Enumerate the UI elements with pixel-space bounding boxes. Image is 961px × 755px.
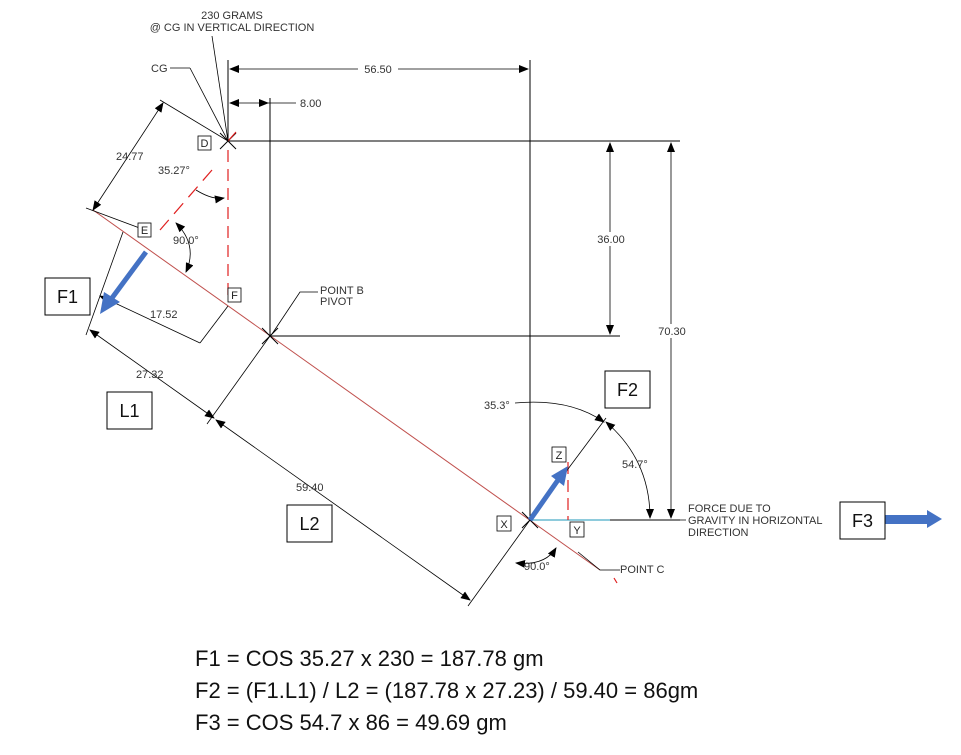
dim-l1-ext2 bbox=[206, 335, 271, 425]
cg-leader-2 bbox=[189, 67, 229, 142]
dim-upper-arm-label: 24.77 bbox=[116, 151, 144, 163]
dim-offset-label: 8.00 bbox=[300, 98, 321, 110]
dim-l1-ext1 bbox=[85, 231, 124, 336]
dim-vert-total-label: 70.30 bbox=[658, 326, 686, 338]
dim-top-width-label: 56.50 bbox=[364, 64, 392, 76]
dim-l2 bbox=[215, 419, 471, 601]
f2-label-box: F2 bbox=[604, 370, 651, 409]
weight-leader bbox=[211, 35, 229, 142]
dim-l1-label: 27.32 bbox=[136, 369, 164, 381]
gravity-label-2: GRAVITY IN HORIZONTAL bbox=[688, 515, 822, 527]
point-c-leader bbox=[577, 551, 620, 571]
svg-text:Y: Y bbox=[573, 525, 581, 537]
dim-vert-total-bg bbox=[655, 324, 689, 338]
dim-vert-short-bg bbox=[594, 232, 628, 246]
f1-force-arrow bbox=[100, 250, 149, 314]
pivot-label-2: PIVOT bbox=[320, 296, 353, 308]
equation-f2: F2 = (F1.L1) / L2 = (187.78 x 27.23) / 5… bbox=[195, 678, 699, 703]
dim-l2-ext bbox=[467, 519, 531, 607]
gravity-label-3: DIRECTION bbox=[688, 527, 749, 539]
dim-upper-arm bbox=[92, 102, 164, 211]
cg-label: CG bbox=[151, 63, 168, 75]
svg-text:E: E bbox=[141, 225, 148, 237]
f3-force-arrow bbox=[885, 510, 942, 528]
point-x-box: X bbox=[496, 515, 512, 532]
dim-upper-arm-ext2 bbox=[85, 207, 146, 231]
f1-label-box: F1 bbox=[44, 277, 91, 316]
dim-angle-cg-label: 35.27° bbox=[158, 165, 190, 177]
weight-detail-label: @ CG IN VERTICAL DIRECTION bbox=[150, 22, 315, 34]
point-y-box: Y bbox=[569, 521, 585, 538]
svg-text:D: D bbox=[201, 138, 209, 150]
dim-l1 bbox=[89, 329, 215, 419]
equation-f1: F1 = COS 35.27 x 230 = 187.78 gm bbox=[195, 646, 544, 671]
f3-label-box: F3 bbox=[839, 501, 886, 540]
arm-line bbox=[92, 209, 601, 571]
point-f-box: F bbox=[227, 287, 242, 303]
svg-text:F2: F2 bbox=[617, 380, 638, 400]
svg-text:L2: L2 bbox=[299, 514, 319, 534]
pivot-leader bbox=[271, 291, 318, 335]
dim-vert-short-label: 36.00 bbox=[597, 234, 625, 246]
point-z-box: Z bbox=[551, 446, 567, 463]
l2-label-box: L2 bbox=[286, 504, 333, 543]
arc-angle-bottom bbox=[515, 547, 557, 568]
dim-perp-short-ext bbox=[199, 305, 229, 344]
svg-text:F3: F3 bbox=[852, 511, 873, 531]
arc-angle-top-right bbox=[514, 401, 605, 423]
dim-perp-short-label: 17.52 bbox=[150, 309, 178, 321]
point-c-label: POINT C bbox=[620, 564, 664, 576]
dim-l2-label: 59.40 bbox=[296, 482, 324, 494]
dim-angle-bottom-label: 90.0° bbox=[524, 561, 550, 573]
svg-text:F1: F1 bbox=[57, 287, 78, 307]
svg-text:X: X bbox=[500, 519, 508, 531]
dim-angle-top-right-label: 35.3° bbox=[484, 400, 510, 412]
gravity-label-1: FORCE DUE TO bbox=[688, 503, 771, 515]
f2-force-arrow bbox=[527, 466, 568, 522]
dim-angle-e-label: 90.0° bbox=[173, 235, 199, 247]
arc-angle-e bbox=[175, 222, 194, 273]
cg-dashed-angle bbox=[159, 169, 213, 231]
equation-f3: F3 = COS 54.7 x 86 = 49.69 gm bbox=[195, 710, 507, 735]
svg-text:Z: Z bbox=[556, 450, 563, 462]
dim-top-width-bg bbox=[358, 62, 398, 76]
arc-angle-right bbox=[605, 421, 654, 519]
pivot-label-1: POINT B bbox=[320, 285, 364, 297]
c-red-tick bbox=[613, 577, 618, 584]
l1-label-box: L1 bbox=[106, 391, 153, 430]
arc-angle-cg bbox=[195, 189, 225, 204]
dim-angle-right-label: 54.7° bbox=[622, 459, 648, 471]
point-e-box: E bbox=[137, 222, 152, 238]
cg-red-tick bbox=[227, 131, 237, 142]
weight-label: 230 GRAMS bbox=[201, 10, 263, 22]
svg-text:L1: L1 bbox=[119, 401, 139, 421]
svg-text:F: F bbox=[231, 290, 238, 302]
point-d-box: D bbox=[197, 135, 212, 151]
dim-upper-arm-ext1 bbox=[159, 99, 229, 142]
